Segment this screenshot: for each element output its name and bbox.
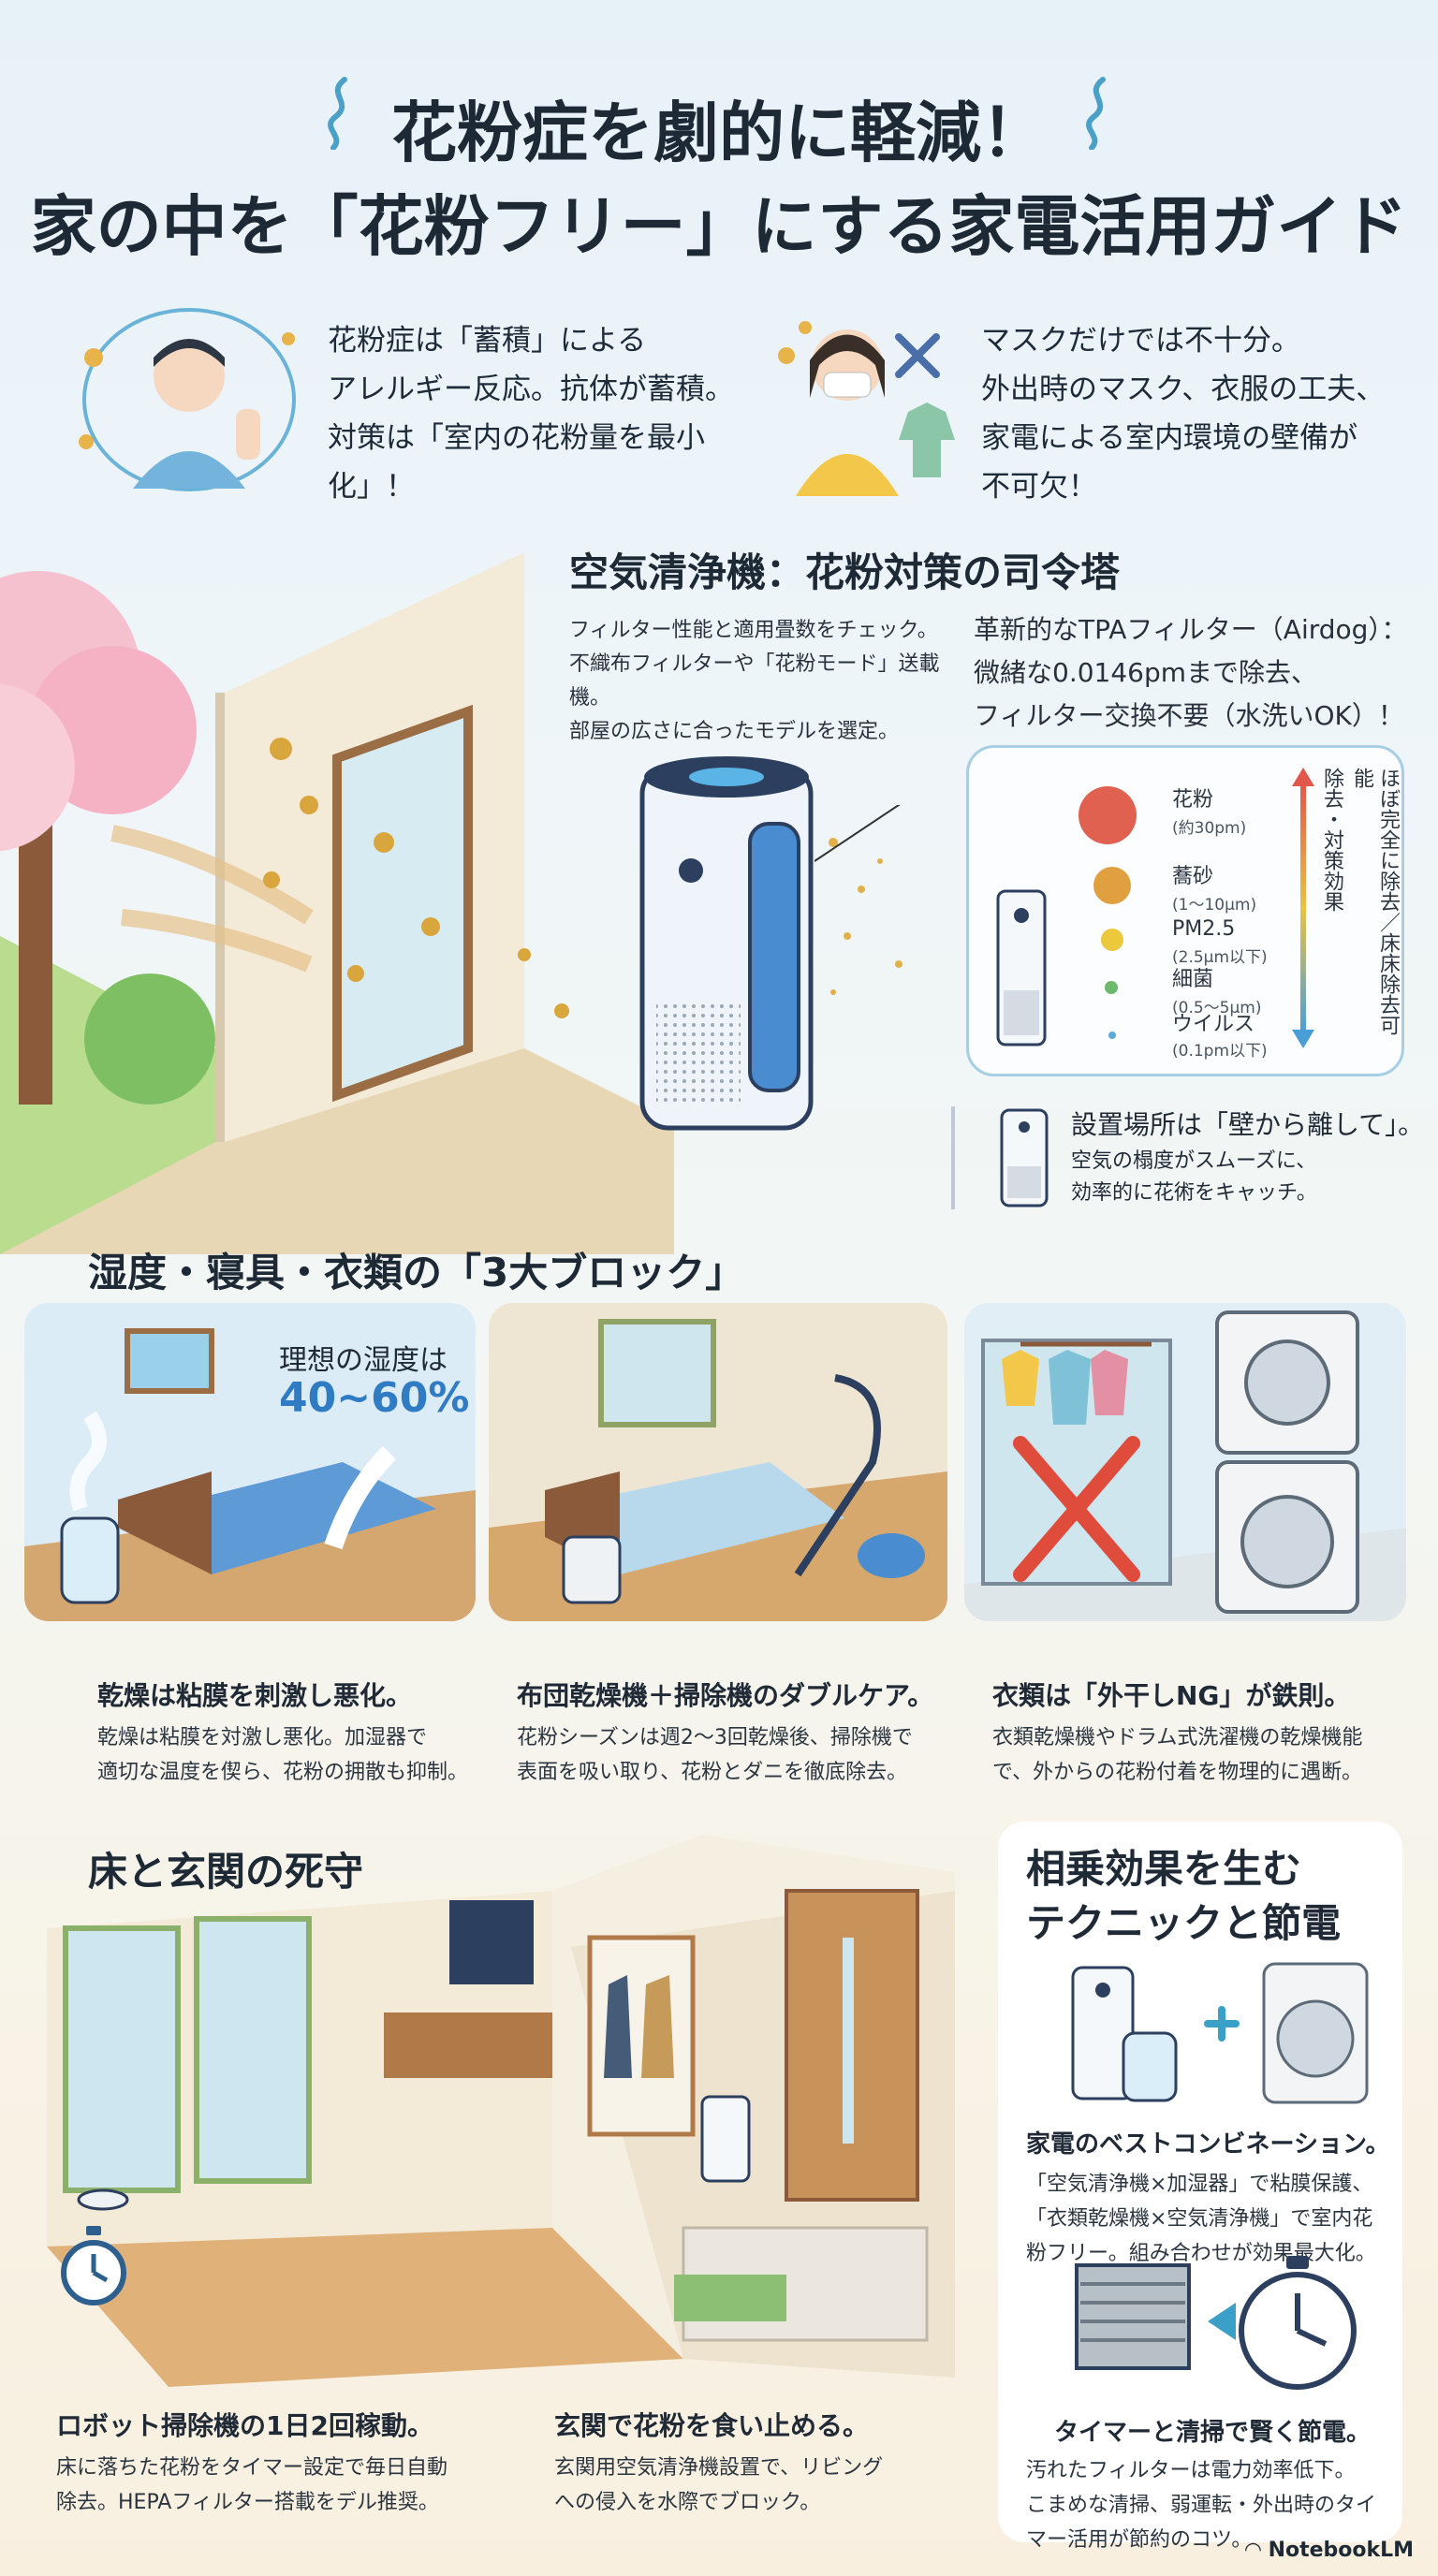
pollen-dots-decoration xyxy=(814,748,984,1030)
particle-label-4: ウイルス xyxy=(1172,1013,1255,1036)
purifier-desc: フィルター性能と適用畳数をチェック。 不織布フィルターや「花粉モード」送載機。 … xyxy=(569,619,940,743)
pm25-dot xyxy=(1101,929,1123,951)
futon-caption: 布団乾燥機＋掃除機のダブルケア。 花粉シーズンは週2〜3回乾燥後、掃除機で 表面… xyxy=(517,1680,934,1784)
particle-label-0: 花粉 xyxy=(1172,788,1214,812)
particle-size-2: (2.5μm以下) xyxy=(1172,948,1268,967)
placement-divider xyxy=(951,1106,955,1209)
intro-left-text: 花粉症は「蓄積」による アレルギー反応。抗体が蓄積。 対策は「室内の花粉量を最小… xyxy=(328,324,734,504)
arrow-text-2: ほぼ完全に除去／床床除去可能 xyxy=(1350,768,1400,1035)
saving-text: タイマーと清掃で賢く節電。 汚れたフィルターは電力効率低下。 こまめな清掃、弱運… xyxy=(1026,2419,1377,2552)
person-with-mask-illustration xyxy=(768,309,983,496)
squiggle-left-icon xyxy=(316,75,363,166)
gradient-arrow-icon xyxy=(1292,768,1314,1048)
humidifier-caption: 乾燥は粘膜を刺激し悪化。 乾燥は粘膜を対激し悪化。加湿器で 適切な温度を偰ら、花… xyxy=(97,1680,469,1784)
mini-purifier-icon xyxy=(994,887,1049,1048)
combo-text: 家電のベストコンビネーション。 「空気清浄機×加湿器」で粘膜保護、 「衣類乾燥機… xyxy=(1026,2130,1390,2265)
futon-card xyxy=(489,1303,947,1621)
synergy-panel xyxy=(998,1822,1402,2542)
squiggle-right-icon xyxy=(1075,75,1122,166)
synergy-heading: 相乗効果を生む テクニックと節電 xyxy=(1026,1846,1342,1946)
particle-label-3: 細菌 xyxy=(1172,968,1214,991)
virus-dot xyxy=(1108,1032,1116,1039)
bacteria-dot xyxy=(1105,981,1118,994)
tpa-filter-text: 革新的なTPAフィルター（Airdog）： 微緒な0.0146pmまで除去、 フ… xyxy=(974,614,1408,731)
entrance-caption: 玄関で花粉を食い止める。 玄関用空気清浄機設置で、リビング への侵入を水際でブロ… xyxy=(554,2410,884,2514)
intro-right-text: マスクだけでは不十分。 外出時のマスク、衣服の工夫、 家電による室内環境の壁備が… xyxy=(981,324,1386,504)
room-tree-illustration xyxy=(0,524,674,1254)
page-title-line2: 家の中を「花粉フリー」にする家電活用ガイド xyxy=(30,188,1408,265)
robot-vacuum-caption: ロボット掃除機の1日2回稼動。 床に落ちた花粉をタイマー設定で毎日自動 除去。H… xyxy=(56,2410,448,2514)
stopwatch-icon xyxy=(58,2224,129,2308)
particle-label-2: PM2.5 xyxy=(1172,917,1236,941)
purifier-heading: 空気清浄機：花粉対策の司令塔 xyxy=(569,549,1121,595)
particle-size-3: (0.5〜5μm) xyxy=(1172,999,1262,1017)
air-purifier-illustration xyxy=(633,749,820,1142)
humidity-label: 理想の湿度は xyxy=(279,1344,448,1377)
filter-timer-illustration xyxy=(1067,2247,1376,2406)
particle-label-1: 蕎砂 xyxy=(1172,865,1214,888)
humidifier-card xyxy=(24,1303,476,1621)
particle-size-1: (1〜10μm) xyxy=(1172,896,1257,915)
three-blocks-heading: 湿度・寝具・衣類の「3大ブロック」 xyxy=(88,1250,745,1295)
particle-list: 花粉 (約30pm) 蕎砂 (1〜10μm) PM2.5 (2.5μm以下) 細… xyxy=(1067,777,1273,1061)
dust-dot xyxy=(1093,867,1131,904)
arrow-text-1: 除去・対策効果 xyxy=(1320,768,1343,912)
brand-label: ◠ NotebookLM xyxy=(1245,2539,1415,2562)
particle-size-4: (0.1pm以下) xyxy=(1172,1042,1268,1061)
living-room-illustration xyxy=(28,1835,974,2387)
particle-size-0: (約30pm) xyxy=(1172,819,1247,838)
placement-purifier-icon xyxy=(998,1106,1050,1209)
humidity-value: 40~60% xyxy=(279,1374,470,1422)
page-title-line1: 花粉症を劇的に軽減！ xyxy=(391,95,1047,171)
person-sneezing-illustration xyxy=(67,301,311,498)
pollen-dot xyxy=(1078,786,1137,844)
laundry-card xyxy=(964,1303,1406,1621)
notebooklm-logo-icon: ◠ xyxy=(1245,2539,1269,2562)
placement-text: 設置場所は「壁から離して」。 空気の榻度がスムーズに、 効率的に花術をキャッチ。 xyxy=(1071,1109,1425,1205)
appliance-combo-illustration xyxy=(1067,1958,1376,2108)
floor-heading: 床と玄関の死守 xyxy=(88,1849,364,1895)
laundry-caption: 衣類は「外干しNG」が鉄則。 衣類乾燥機やドラム式洗濯機の乾燥機能 で、外からの… xyxy=(992,1680,1363,1784)
